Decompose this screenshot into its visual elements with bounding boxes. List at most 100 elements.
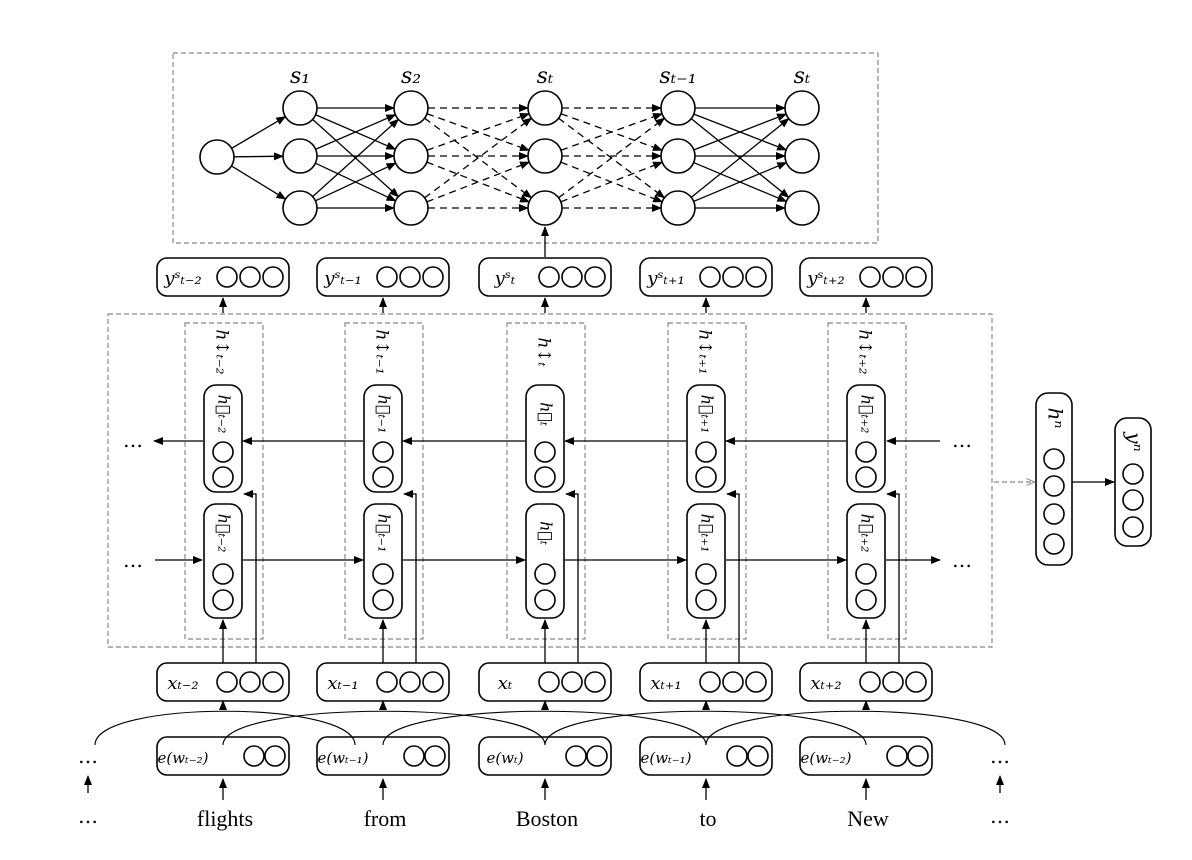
crf-frame [172, 52, 879, 244]
embedding-label: e(wₜ₋₂) [800, 749, 851, 767]
backward-lstm-unit [695, 441, 717, 463]
crf-state-node [660, 138, 696, 174]
slot-output-unit [882, 266, 904, 288]
input-to-backward-arrow [726, 490, 740, 663]
bilstm-cell-frame [667, 322, 747, 640]
input-vector-unit [239, 671, 261, 693]
crf-state-node [660, 90, 696, 126]
crf-state-node [784, 190, 820, 226]
embedding-unit [586, 745, 608, 767]
slot-output-unit [216, 266, 238, 288]
slot-output-unit [584, 266, 606, 288]
crf-state-node [527, 90, 563, 126]
input-vector-unit [722, 671, 744, 693]
backward-lstm-label: h⃖ₜ₊₂ [858, 395, 877, 434]
intent-output-label: yⁿ [1123, 431, 1147, 451]
backward-lstm-unit [534, 441, 556, 463]
backward-lstm-cell [846, 384, 886, 493]
forward-lstm-unit [855, 589, 877, 611]
backward-lstm-unit [372, 441, 394, 463]
backward-lstm-label: h⃖ₜ₋₁ [375, 395, 394, 434]
context-window-arc [382, 710, 707, 746]
crf-transition-edge [560, 113, 663, 151]
bilstm-frame [107, 313, 993, 648]
input-word: Boston [516, 806, 578, 831]
input-to-backward-arrow [565, 490, 579, 663]
crf-transition-edge [426, 113, 530, 151]
context-window-arc [705, 710, 1006, 746]
concat-hidden-label: h↕ₜ₊₁ [695, 329, 715, 374]
ellipsis-embed-right: … [990, 744, 1010, 768]
slot-output-unit [262, 266, 284, 288]
bilstm-cell-frame [506, 322, 586, 640]
slot-output-unit [422, 266, 444, 288]
crf-start-node [199, 139, 235, 175]
input-vector-unit [745, 671, 767, 693]
forward-lstm-unit [212, 563, 234, 585]
concat-hidden-label: h↕ₜ₋₁ [372, 329, 392, 374]
intent-output-unit [1122, 516, 1144, 538]
crf-transition-edge [233, 152, 285, 161]
forward-lstm-unit [534, 563, 556, 585]
forward-lstm-label: h⃗ₜ₊₁ [698, 514, 717, 553]
forward-lstm-cell [686, 503, 726, 619]
embedding-unit [747, 745, 769, 767]
crf-transition-edge [231, 116, 287, 149]
input-to-backward-arrow [243, 490, 257, 663]
intent-hidden-unit [1043, 448, 1065, 470]
concat-hidden-label: h↕ₜ₊₂ [855, 329, 875, 374]
forward-lstm-unit [534, 589, 556, 611]
crf-state-node [282, 138, 318, 174]
crf-state-node [660, 190, 696, 226]
crf-state-label-T-minus-1: sₜ₋₁ [659, 64, 696, 89]
input-to-backward-arrow [886, 490, 900, 663]
concat-hidden-label: h↕ₜ₋₂ [212, 329, 232, 374]
input-vector-unit [882, 671, 904, 693]
backward-lstm-label: h⃖ₜ [537, 402, 556, 426]
slot-output-unit [699, 266, 721, 288]
context-window-arc [94, 710, 356, 746]
forward-lstm-unit [372, 589, 394, 611]
forward-lstm-unit [695, 563, 717, 585]
slot-output-unit [722, 266, 744, 288]
crf-transition-edge [693, 161, 788, 203]
crf-transition-edge [315, 162, 397, 202]
embedding-unit [264, 745, 286, 767]
input-vector-label: xₜ₋₁ [327, 673, 358, 694]
crf-transition-edge [426, 161, 531, 203]
input-vector-label: xₜ [498, 673, 513, 694]
input-vector-label: xₜ₊₁ [650, 673, 681, 694]
concat-hidden-label: h↕ₜ [534, 337, 554, 367]
bilstm-cell-frame [827, 322, 907, 640]
slot-output-label: yˢₜ₊₂ [806, 268, 844, 289]
backward-lstm-unit [855, 466, 877, 488]
slot-output-unit [905, 266, 927, 288]
input-vector-unit [422, 671, 444, 693]
intent-hidden-unit [1043, 533, 1065, 555]
backward-lstm-unit [212, 466, 234, 488]
ellipsis-right-forward: … [952, 548, 972, 572]
forward-lstm-unit [695, 589, 717, 611]
embedding-unit [565, 745, 587, 767]
crf-state-node [282, 190, 318, 226]
crf-transition-edge [231, 165, 287, 200]
ellipsis-word-left: … [78, 804, 98, 828]
crf-transition-edge [312, 118, 400, 198]
backward-lstm-unit [534, 466, 556, 488]
ellipsis-word-right: … [990, 804, 1010, 828]
intent-hidden-unit [1043, 475, 1065, 497]
embedding-label: e(wₜ₋₁) [640, 749, 691, 767]
intent-hidden-label: hⁿ [1044, 408, 1068, 429]
forward-lstm-cell [525, 503, 565, 619]
slot-output-label: yˢₜ [494, 268, 516, 289]
slot-output-unit [376, 266, 398, 288]
intent-hidden-unit [1043, 503, 1065, 525]
forward-lstm-unit [372, 563, 394, 585]
backward-lstm-unit [695, 466, 717, 488]
slot-output-unit [745, 266, 767, 288]
forward-lstm-label: h⃗ₜ [537, 521, 556, 545]
forward-lstm-label: h⃗ₜ₊₂ [858, 514, 877, 553]
crf-state-label-1: s₁ [290, 64, 310, 89]
crf-state-label-t: sₜ [537, 64, 554, 89]
